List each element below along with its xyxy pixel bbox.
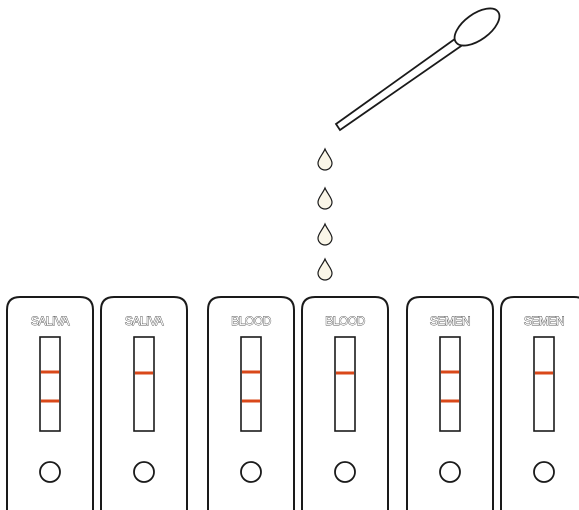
result-window (334, 336, 356, 432)
drop-icon (317, 147, 333, 171)
drop-icon (317, 222, 333, 246)
result-window (240, 336, 262, 432)
sample-well (39, 461, 61, 483)
pipette-icon (334, 7, 501, 132)
test-cassette: SALIVA (100, 296, 188, 510)
sample-well (533, 461, 555, 483)
cassette-label: BLOOD (325, 314, 365, 328)
test-cassette: SALIVA (6, 296, 94, 510)
test-cassette: SEMEN (500, 296, 579, 510)
result-window (533, 336, 555, 432)
sample-well (133, 461, 155, 483)
test-cassette: BLOOD (207, 296, 295, 510)
sample-well (240, 461, 262, 483)
drop-icon (317, 257, 333, 281)
cassette-label: SALIVA (125, 314, 164, 328)
cassette-label: BLOOD (231, 314, 271, 328)
cassette-label: SALIVA (31, 314, 70, 328)
cassette-label: SEMEN (524, 314, 564, 328)
sample-well (334, 461, 356, 483)
drop-icon (317, 186, 333, 210)
test-cassette: BLOOD (301, 296, 389, 510)
cassette-label: SEMEN (430, 314, 470, 328)
result-window (133, 336, 155, 432)
drops-group (317, 147, 333, 281)
sample-well (439, 461, 461, 483)
result-window (439, 336, 461, 432)
test-cassette: SEMEN (406, 296, 494, 510)
cassettes-group: SALIVA SALIVA BLOOD BLOOD SEMEN SEMEN (6, 296, 579, 510)
result-window (39, 336, 61, 432)
